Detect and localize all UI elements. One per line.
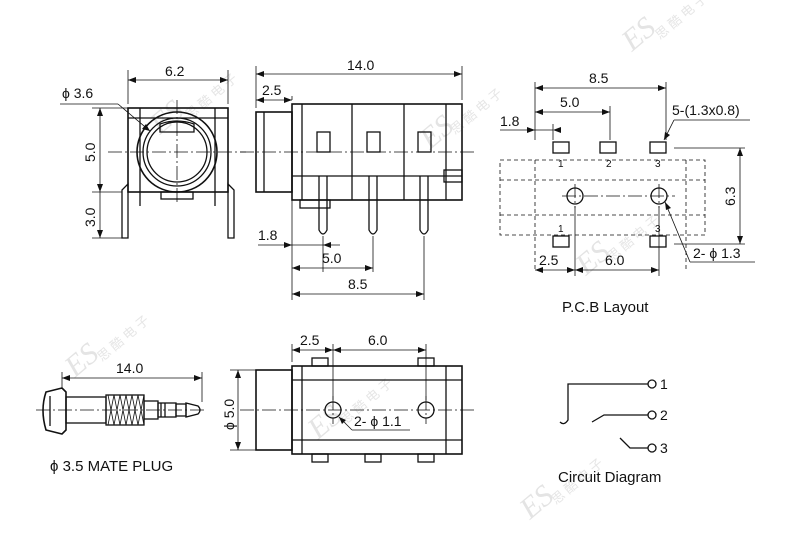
pcb-pad-lower-1	[552, 235, 570, 248]
pcb-pad-label: 1	[558, 224, 564, 235]
front-right-pin	[227, 182, 235, 239]
watermark-logo: ES	[143, 94, 191, 141]
circuit-contact-1	[559, 383, 648, 425]
watermark-text: 思 酷 电 子	[447, 85, 505, 137]
circuit-terminal-3	[647, 443, 657, 453]
front-diameter-dim: ϕ 3.6	[62, 85, 93, 101]
front-left-pin	[121, 182, 129, 239]
mate-plug-caption: ϕ 3.5 MATE PLUG	[50, 458, 173, 475]
circuit-contact-2	[591, 414, 648, 423]
pcb-pad-label: 1	[558, 159, 564, 170]
pcb-pad-1	[552, 141, 570, 154]
pcb-span-dim: 8.5	[589, 70, 609, 86]
watermark-text: 思 酷 电 子	[652, 0, 710, 42]
pcb-pad-3	[649, 141, 667, 154]
bottom-holes-dim: 2- ϕ 1.1	[354, 413, 402, 429]
pcb-height-dim: 6.3	[722, 186, 738, 206]
watermark-text: 思 酷 电 子	[94, 312, 152, 364]
circuit-pin-label: 1	[660, 376, 668, 392]
plug-length-dim: 14.0	[116, 360, 143, 376]
pcb-holes-dim: 2- ϕ 1.3	[693, 245, 741, 261]
pcb-pitch-dim: 5.0	[560, 94, 580, 110]
side-view: 14.0 2.5 1.8 5.0 8.5	[240, 57, 475, 300]
bottom-view: 2.5 6.0 ϕ 5.0 2- ϕ 1.1	[221, 332, 475, 463]
front-view: 6.2 ϕ 3.6 5.0 3.0	[60, 63, 246, 239]
pcb-pad-label: 3	[655, 224, 661, 235]
circuit-diagram: 1 2 3 Circuit Diagram	[558, 376, 668, 486]
side-offset-dim: 2.5	[262, 82, 282, 98]
pcb-hole-pitch-dim: 6.0	[605, 252, 625, 268]
circuit-contact-3	[619, 437, 648, 449]
pcb-pad-2	[599, 141, 617, 154]
bottom-diameter-dim: ϕ 5.0	[221, 399, 237, 430]
pcb-pad-label: 3	[655, 159, 661, 170]
watermark-logo: ES	[301, 399, 349, 446]
pcb-layout-caption: P.C.B Layout	[562, 299, 649, 316]
circuit-pin-label: 2	[660, 407, 668, 423]
plug-tip	[185, 402, 201, 418]
pcb-offset2-dim: 2.5	[539, 252, 559, 268]
circuit-terminal-2	[647, 410, 657, 420]
side-length-dim: 14.0	[347, 57, 374, 73]
bottom-offset-dim: 2.5	[300, 332, 320, 348]
pcb-pad-label: 2	[606, 159, 612, 170]
circuit-pin-label: 3	[660, 440, 668, 456]
side-pin-offset-dim: 1.8	[258, 227, 278, 243]
front-width-dim: 6.2	[165, 63, 185, 79]
circuit-terminal-1	[647, 379, 657, 389]
side-pitch-dim: 5.0	[322, 250, 342, 266]
side-span-dim: 8.5	[348, 276, 368, 292]
pcb-layout: 1 2 3 1 3 8.5 5.0 5-(1.3x0.8) 1.8	[499, 70, 755, 316]
circuit-diagram-caption: Circuit Diagram	[558, 469, 661, 486]
mate-plug: 14.0 ϕ 3.5 MATE PLUG	[36, 360, 206, 475]
bottom-hole-pitch-dim: 6.0	[368, 332, 388, 348]
front-height-dim: 5.0	[82, 142, 98, 162]
pcb-pad-size-dim: 5-(1.3x0.8)	[672, 102, 740, 118]
watermark-logo: ES	[58, 337, 106, 384]
pcb-pad-lower-3	[649, 235, 667, 248]
pcb-offset-dim: 1.8	[500, 113, 520, 129]
front-pin-length-dim: 3.0	[82, 207, 98, 227]
plug-handle	[42, 387, 67, 435]
